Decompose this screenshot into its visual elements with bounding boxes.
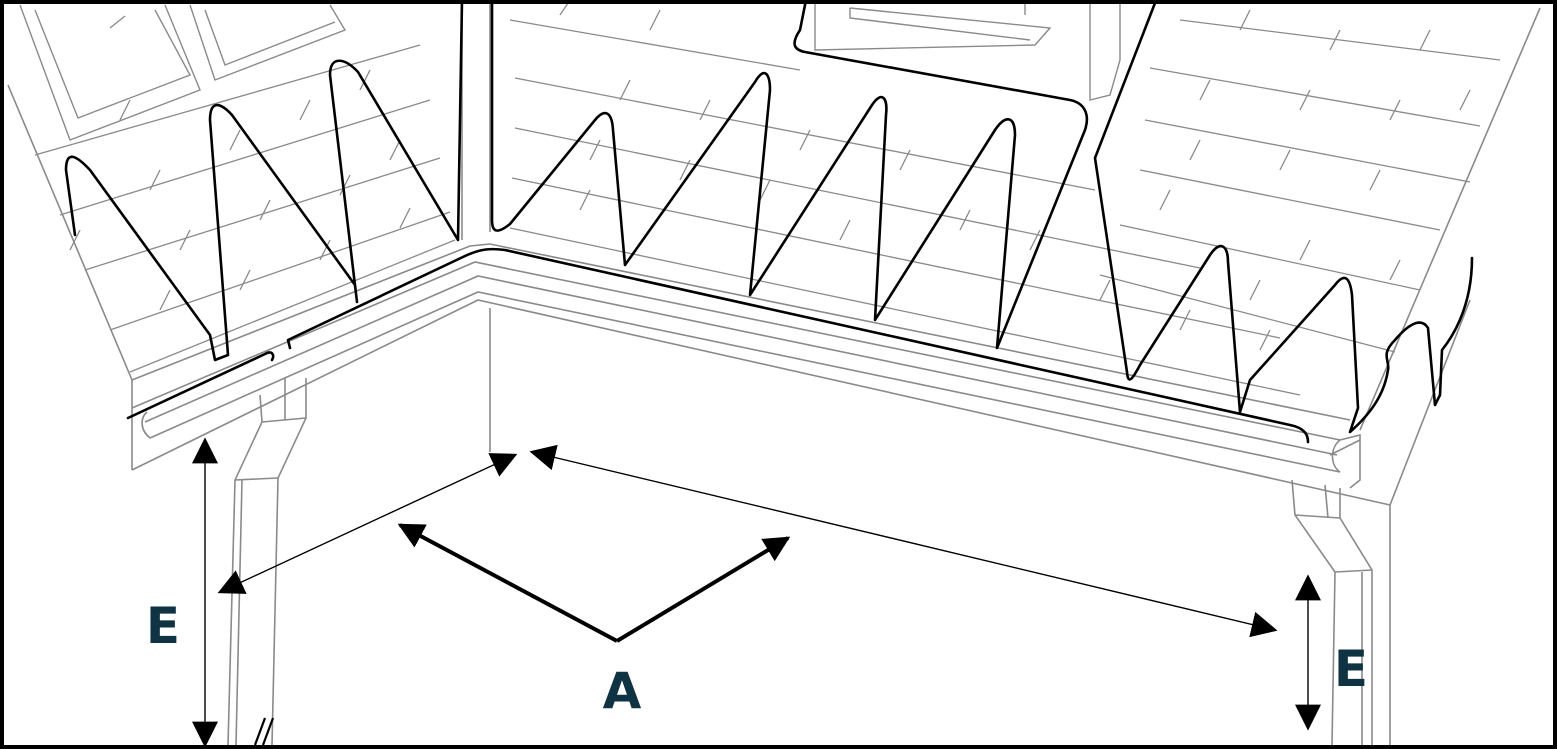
downspout-left <box>227 378 307 746</box>
top-dormer <box>814 0 1121 101</box>
dimension-front-run-arrow <box>529 444 1278 638</box>
downspout-right <box>1291 479 1373 746</box>
gutter <box>131 261 1391 506</box>
left-dormer-windows <box>19 4 347 141</box>
dimension-arrows <box>192 437 1321 748</box>
label-e-left: E <box>146 597 180 655</box>
label-a-pointer <box>397 523 791 643</box>
label-e-right: E <box>1334 640 1368 698</box>
dimension-left-run-arrow <box>217 453 518 594</box>
heat-cable <box>64 0 1474 444</box>
shingles-left <box>34 15 456 373</box>
cable-end <box>253 717 275 746</box>
shingles-main <box>509 0 1501 396</box>
label-a: A <box>603 662 642 720</box>
